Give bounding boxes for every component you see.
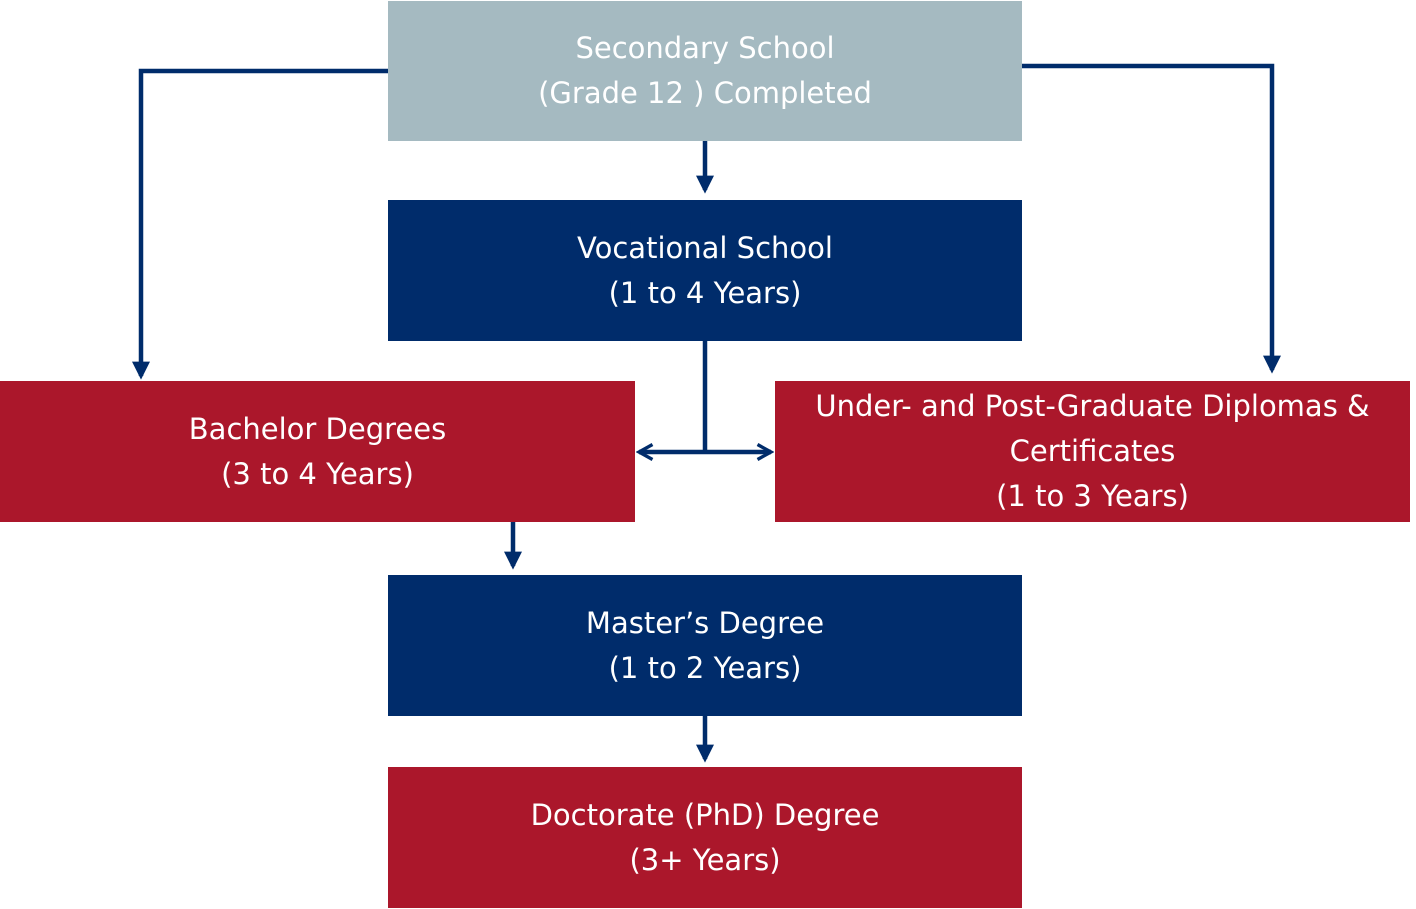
secondary-school-node: Secondary School (Grade 12 ) Completed xyxy=(388,1,1022,141)
vocational-school-duration: (1 to 4 Years) xyxy=(608,275,802,310)
secondary-school-subtitle: (Grade 12 ) Completed xyxy=(538,76,872,110)
doctorate-degree-title: Doctorate (PhD) Degree xyxy=(530,797,880,832)
vocational-school-node: Vocational School (1 to 4 Years) xyxy=(388,200,1022,341)
diplomas-certificates-duration: (1 to 3 Years) xyxy=(996,479,1189,513)
arrow-secondary-to-diplomas xyxy=(1022,63,1281,374)
diplomas-certificates-node: Under- and Post-Graduate Diplomas & Cert… xyxy=(775,381,1410,522)
bachelor-degrees-node: Bachelor Degrees (3 to 4 Years) xyxy=(0,381,635,522)
masters-degree-duration: (1 to 2 Years) xyxy=(608,650,802,685)
masters-degree-title: Master’s Degree xyxy=(585,605,825,640)
diplomas-certificates-title-cont: Certificates xyxy=(1009,434,1176,468)
masters-degree-node: Master’s Degree (1 to 2 Years) xyxy=(388,575,1022,716)
secondary-school-title: Secondary School xyxy=(575,31,835,65)
diplomas-certificates-title: Under- and Post-Graduate Diplomas & xyxy=(815,389,1370,423)
bachelor-degrees-duration: (3 to 4 Years) xyxy=(221,456,414,491)
bachelor-degrees-title: Bachelor Degrees xyxy=(188,411,447,446)
vocational-school-title: Vocational School xyxy=(577,230,833,265)
doctorate-degree-node: Doctorate (PhD) Degree (3+ Years) xyxy=(388,767,1022,908)
arrow-secondary-to-bachelor xyxy=(132,68,388,380)
doctorate-degree-duration: (3+ Years) xyxy=(629,842,781,877)
